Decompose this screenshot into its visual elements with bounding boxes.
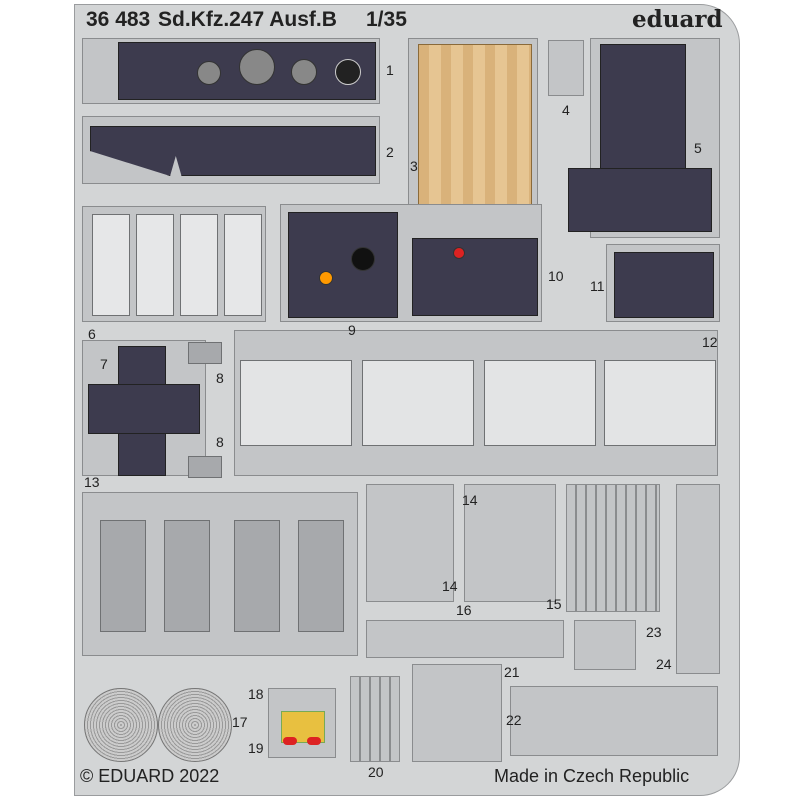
part-20	[350, 676, 400, 762]
part-number-4: 4	[562, 102, 570, 118]
part-6a	[92, 214, 130, 316]
part-12b	[362, 360, 474, 446]
part-4	[548, 40, 584, 96]
part-18-19	[268, 688, 336, 758]
product-title: Sd.Kfz.247 Ausf.B	[158, 8, 337, 31]
brand-logo: eduard	[632, 6, 723, 33]
gauge-icon	[335, 59, 361, 85]
part-13c	[234, 520, 280, 632]
part-number-15: 15	[546, 596, 562, 612]
part-12c	[484, 360, 596, 446]
part-24	[510, 686, 718, 756]
part-16	[366, 620, 564, 658]
part-17-mesh-left	[84, 688, 158, 762]
part-13a	[100, 520, 146, 632]
part-number-1: 1	[386, 62, 394, 78]
gauge-icon	[239, 49, 275, 85]
part-5-panel-top	[600, 44, 686, 172]
part-number-23: 24	[656, 656, 672, 672]
part-number-5: 5	[694, 140, 702, 156]
part-number-11: 11	[590, 278, 605, 294]
part-14b	[464, 484, 556, 602]
part-number-10: 10	[548, 268, 564, 284]
knob-icon	[351, 247, 375, 271]
part-number-7: 7	[100, 356, 108, 372]
part-8a	[188, 342, 222, 364]
product-code: 36 483	[86, 8, 151, 31]
gauge-icon	[197, 61, 221, 85]
part-number-16: 16	[456, 602, 472, 618]
part-3-wood-floor	[418, 44, 532, 212]
part-6b	[136, 214, 174, 316]
part-9-panel	[288, 212, 398, 318]
product-scale: 1/35	[366, 8, 407, 31]
part-number-18: 18	[248, 686, 264, 702]
part-21	[412, 664, 502, 762]
part-11-panel	[614, 252, 714, 318]
part-14a	[366, 484, 454, 602]
part-number-17: 17	[232, 714, 248, 730]
part-number-21: 21	[504, 664, 520, 680]
part-12a	[240, 360, 352, 446]
part-10-panel	[412, 238, 538, 316]
part-number-9: 9	[348, 322, 356, 338]
part-number-14b: 14	[462, 492, 478, 508]
part-22	[574, 620, 636, 670]
part-number-20: 20	[368, 764, 384, 780]
part-5-panel-bottom	[568, 168, 712, 232]
origin-label: Made in Czech Republic	[494, 766, 690, 786]
part-number-19: 19	[248, 740, 264, 756]
lamp-icon	[453, 247, 465, 259]
part-7-horizontal	[88, 384, 200, 434]
part-number-8a: 8	[216, 370, 224, 386]
red-lens-icon	[307, 737, 321, 745]
part-number-13: 13	[84, 474, 100, 490]
part-17-mesh-right	[158, 688, 232, 762]
part-13b	[164, 520, 210, 632]
part-1-panel	[118, 42, 376, 100]
part-number-12: 12	[702, 334, 718, 350]
copyright: © EDUARD 2022	[80, 766, 220, 786]
part-6d	[224, 214, 262, 316]
gauge-icon	[291, 59, 317, 85]
part-number-14a: 14	[442, 578, 458, 594]
lamp-icon	[319, 271, 333, 285]
part-number-22: 23	[646, 624, 662, 640]
part-12d	[604, 360, 716, 446]
part-6c	[180, 214, 218, 316]
part-23	[676, 484, 720, 674]
part-number-24: 22	[506, 712, 522, 728]
part-number-2: 2	[386, 144, 394, 160]
part-number-8b: 8	[216, 434, 224, 450]
part-8b	[188, 456, 222, 478]
red-lens-icon	[283, 737, 297, 745]
part-13d	[298, 520, 344, 632]
part-number-3: 3	[410, 158, 418, 174]
part-15	[566, 484, 660, 612]
part-number-6: 6	[88, 326, 96, 342]
